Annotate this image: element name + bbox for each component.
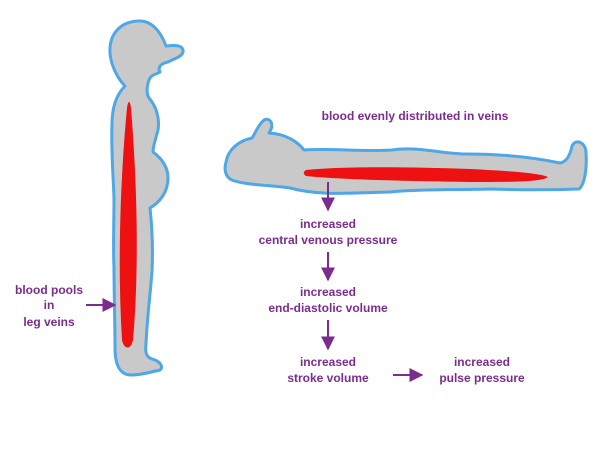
edv-label: increased end-diastolic volume	[268, 285, 388, 315]
standing-body-silhouette	[108, 19, 185, 377]
edv-line2: end-diastolic volume	[268, 301, 388, 315]
pulse-pressure-line1: increased	[454, 355, 510, 369]
evenly-distributed-label: blood evenly distributed in veins	[322, 109, 509, 123]
blood-pools-line2: in	[44, 298, 55, 312]
edv-line1: increased	[300, 285, 356, 299]
blood-pools-line1: blood pools	[15, 283, 83, 297]
stroke-volume-line1: increased	[300, 355, 356, 369]
cvp-line2: central venous pressure	[259, 233, 398, 247]
pulse-pressure-line2: pulse pressure	[439, 371, 525, 385]
lying-vein-blood	[303, 167, 548, 182]
cvp-label: increased central venous pressure	[259, 217, 398, 247]
blood-pools-label: blood pools in leg veins	[15, 283, 83, 329]
lying-body-silhouette	[223, 117, 588, 195]
cvp-line1: increased	[300, 217, 356, 231]
pulse-pressure-label: increased pulse pressure	[439, 355, 525, 385]
standing-leg-vein-blood	[119, 102, 137, 348]
blood-pools-line3: leg veins	[23, 315, 75, 329]
stroke-volume-label: increased stroke volume	[287, 355, 369, 385]
stroke-volume-line2: stroke volume	[287, 371, 369, 385]
